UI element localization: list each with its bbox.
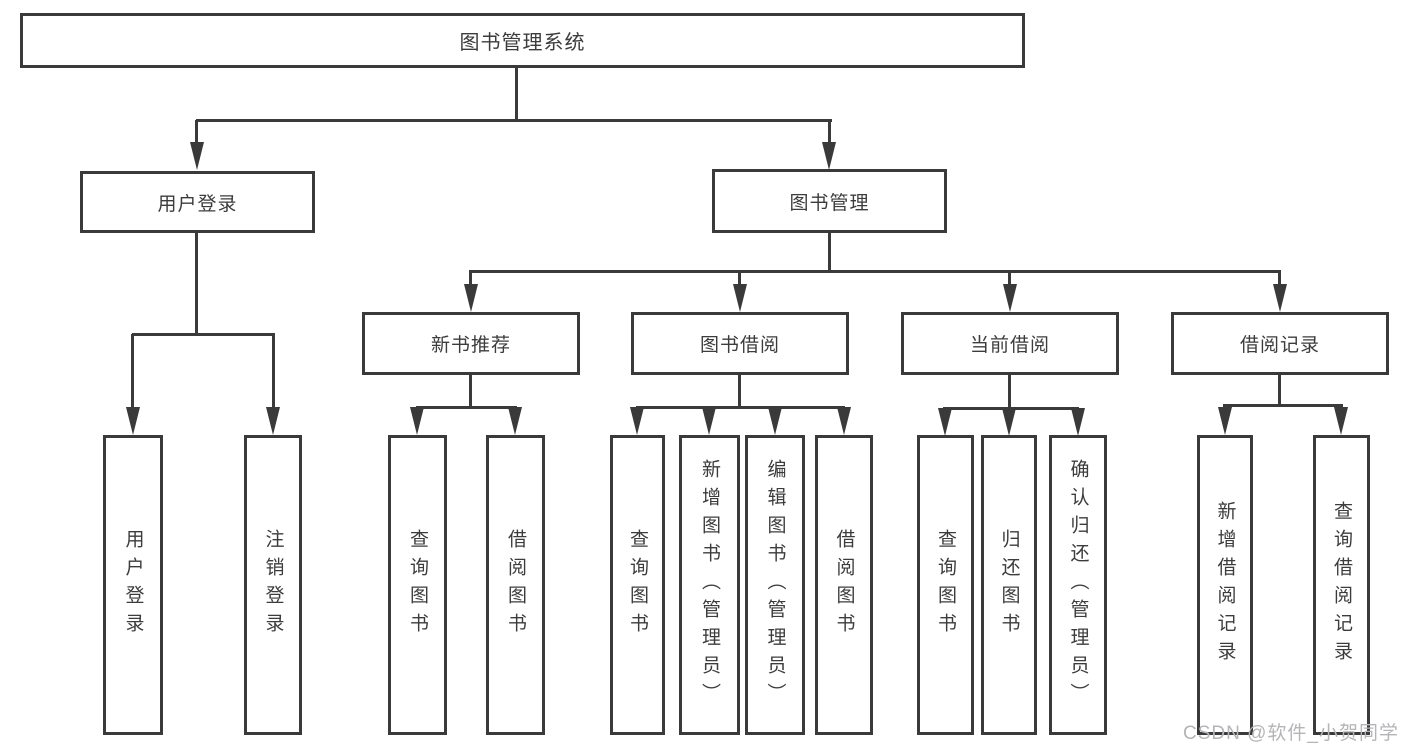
leaf-logout: 注销登录 — [244, 435, 302, 735]
connector-line — [272, 334, 275, 410]
node-new-book-recommend: 新书推荐 — [362, 312, 580, 375]
leaf-current-query-books: 查询图书 — [917, 435, 974, 735]
arrow-down-icon — [1334, 407, 1348, 435]
arrow-down-icon — [837, 407, 851, 435]
leaf-add-borrow-record: 新增借阅记录 — [1197, 435, 1253, 735]
node-borrow-records: 借阅记录 — [1171, 312, 1389, 375]
node-book-borrow: 图书借阅 — [631, 312, 849, 375]
connector-line — [738, 375, 741, 408]
arrow-down-icon — [410, 407, 424, 435]
leaf-borrow-books-label: 借阅图书 — [833, 529, 855, 641]
leaf-borrow-books: 借阅图书 — [815, 435, 873, 735]
leaf-query-borrow-record-label: 查询借阅记录 — [1331, 501, 1352, 669]
leaf-edit-books-admin-label: 编辑图书（管理员） — [764, 459, 786, 711]
leaf-current-query-books-label: 查询图书 — [935, 529, 956, 641]
connector-line — [195, 233, 198, 336]
connector-line — [416, 406, 517, 409]
connector-line — [1008, 375, 1011, 410]
leaf-logout-label: 注销登录 — [262, 529, 284, 641]
arrow-down-icon — [126, 407, 140, 435]
connector-line — [828, 233, 831, 273]
node-user-login-label: 用户登录 — [157, 193, 238, 215]
leaf-recommend-borrow-books-label: 借阅图书 — [505, 529, 526, 641]
connector-root-branch — [196, 119, 832, 122]
leaf-return-books: 归还图书 — [981, 435, 1037, 735]
node-current-borrow-label: 当前借阅 — [969, 335, 1050, 356]
connector-line — [131, 334, 134, 410]
leaf-borrow-query-books: 查询图书 — [610, 435, 665, 735]
arrow-down-icon — [702, 407, 716, 435]
leaf-query-borrow-record: 查询借阅记录 — [1313, 435, 1370, 735]
node-book-borrow-label: 图书借阅 — [699, 335, 780, 356]
arrow-down-icon — [822, 142, 836, 170]
arrow-down-icon — [768, 407, 782, 435]
connector-line — [195, 120, 198, 146]
arrow-down-icon — [630, 407, 644, 435]
node-new-book-recommend-label: 新书推荐 — [430, 335, 511, 356]
node-current-borrow: 当前借阅 — [901, 312, 1119, 375]
arrow-down-icon — [464, 284, 478, 312]
leaf-add-books-admin-label: 新增图书（管理员） — [699, 459, 720, 711]
arrow-down-icon — [1273, 284, 1287, 312]
leaf-confirm-return-admin-label: 确认归还（管理员） — [1067, 459, 1089, 711]
connector-line — [636, 406, 845, 409]
node-user-login: 用户登录 — [80, 171, 315, 233]
node-borrow-records-label: 借阅记录 — [1239, 335, 1320, 356]
connector-line — [738, 271, 741, 287]
connector-line — [1278, 375, 1281, 407]
node-root-label: 图书管理系统 — [459, 32, 586, 54]
node-book-management: 图书管理 — [712, 169, 947, 233]
leaf-recommend-borrow-books: 借阅图书 — [486, 435, 545, 735]
connector-root-stem — [515, 68, 518, 121]
arrow-down-icon — [733, 284, 747, 312]
connector-line — [132, 333, 275, 336]
arrow-down-icon — [266, 407, 280, 435]
arrow-down-icon — [1218, 407, 1232, 435]
leaf-return-books-label: 归还图书 — [998, 529, 1020, 641]
connector-line — [469, 271, 472, 287]
leaf-add-borrow-record-label: 新增借阅记录 — [1214, 501, 1236, 669]
leaf-edit-books-admin: 编辑图书（管理员） — [745, 435, 805, 735]
arrow-down-icon — [1003, 284, 1017, 312]
node-book-management-label: 图书管理 — [789, 192, 870, 214]
leaf-user-login-label: 用户登录 — [122, 529, 144, 641]
arrow-down-icon — [190, 142, 204, 170]
leaf-recommend-query-books-label: 查询图书 — [407, 529, 428, 641]
leaf-user-login: 用户登录 — [103, 435, 163, 735]
connector-line — [828, 120, 831, 146]
connector-line — [469, 375, 472, 408]
leaf-add-books-admin: 新增图书（管理员） — [679, 435, 740, 735]
leaf-borrow-query-books-label: 查询图书 — [627, 529, 648, 641]
arrow-down-icon — [938, 408, 952, 436]
node-root: 图书管理系统 — [20, 13, 1025, 68]
leaf-confirm-return-admin: 确认归还（管理员） — [1049, 435, 1107, 735]
watermark: CSDN @软件_小贺同学 — [1183, 723, 1399, 744]
arrow-down-icon — [1071, 408, 1085, 436]
connector-line — [1223, 404, 1343, 407]
arrow-down-icon — [1002, 408, 1016, 436]
connector-line — [469, 270, 1281, 273]
leaf-recommend-query-books: 查询图书 — [388, 435, 447, 735]
connector-line — [1008, 271, 1011, 287]
arrow-down-icon — [508, 407, 522, 435]
connector-line — [1278, 271, 1281, 287]
